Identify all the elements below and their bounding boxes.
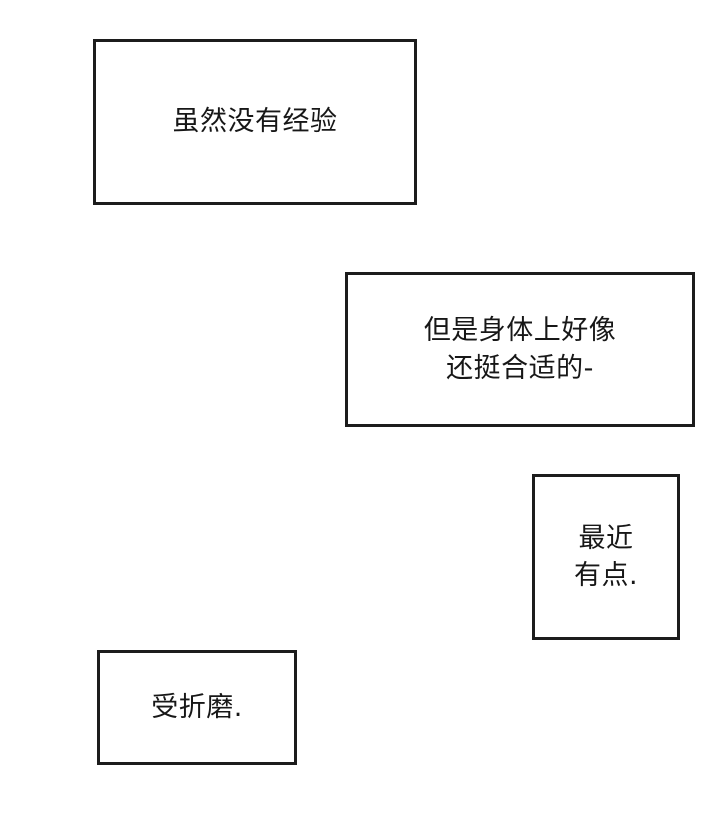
speech-bubble-2-text: 但是身体上好像 还挺合适的- (423, 315, 617, 384)
speech-bubble-3-text: 最近 有点. (573, 522, 639, 591)
speech-bubble-1: 虽然没有经验 (93, 39, 417, 205)
speech-bubble-1-text: 虽然没有经验 (172, 106, 338, 138)
speech-bubble-4: 受折磨. (97, 650, 297, 765)
speech-bubble-2: 但是身体上好像 还挺合适的- (345, 272, 695, 427)
speech-bubble-3: 最近 有点. (532, 474, 680, 640)
speech-bubble-4-text: 受折磨. (151, 691, 243, 723)
